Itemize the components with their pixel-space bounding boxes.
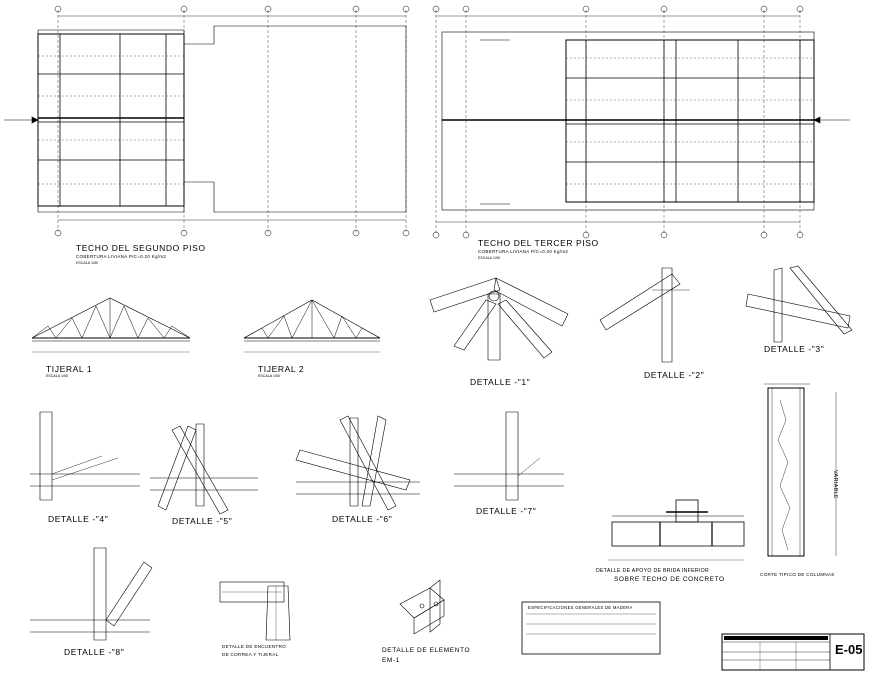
element-detail-title-1: DETALLE DE ELEMENTO xyxy=(382,647,471,654)
ridge-detail-title-2: DE CORREA Y TIJERAL xyxy=(222,652,279,657)
truss-1-scale: ESCALA 1/50 xyxy=(46,374,68,378)
detail-3-title: DETALLE -"3" xyxy=(764,344,825,354)
third-floor-roof-subtitle: COBERTURA LIVIANA P/C=0.20 Kg/m2 xyxy=(478,249,569,254)
detail-3-drawing xyxy=(745,265,853,343)
detail-2-title: DETALLE -"2" xyxy=(644,370,705,380)
sheet-number: E-05 xyxy=(835,642,863,657)
ridge-detail-title-1: DETALLE DE ENCUENTRO xyxy=(222,644,287,649)
detail-4-title: DETALLE -"4" xyxy=(48,514,109,524)
detail-5-title: DETALLE -"5" xyxy=(172,516,233,526)
column-section-drawing xyxy=(764,383,837,557)
support-on-concrete-detail-drawing xyxy=(608,499,745,561)
element-em1-drawing xyxy=(399,579,445,635)
plan-second-floor-roof xyxy=(4,5,410,237)
second-floor-roof-subtitle: COBERTURA LIVIANA P/C=0.20 Kg/m2 xyxy=(76,254,167,259)
ridge-purlin-detail-drawing xyxy=(219,581,291,641)
detail-8-drawing xyxy=(30,547,153,641)
element-detail-title-2: EM-1 xyxy=(382,657,400,664)
support-detail-title-2: SOBRE TECHO DE CONCRETO xyxy=(614,576,725,583)
third-floor-roof-scale: ESCALA 1/50 xyxy=(478,256,500,260)
detail-1-title: DETALLE -"1" xyxy=(470,377,531,387)
second-floor-roof-scale: ESCALA 1/50 xyxy=(76,261,98,265)
title-block xyxy=(721,633,865,671)
detail-7-drawing xyxy=(454,411,564,501)
third-floor-roof-title: TECHO DEL TERCER PISO xyxy=(478,238,599,248)
support-detail-title-1: DETALLE DE APOYO DE BRIDA INFERIOR xyxy=(596,568,710,574)
detail-6-drawing xyxy=(295,415,420,511)
detail-5-drawing xyxy=(150,423,258,515)
detail-4-drawing xyxy=(30,411,140,501)
column-variable-label: VARIABLE xyxy=(832,470,838,499)
plan-third-floor-roof xyxy=(432,5,850,239)
truss-1-elevation xyxy=(31,297,191,353)
specifications-box xyxy=(521,601,661,655)
detail-1-drawing xyxy=(429,277,569,361)
detail-2-drawing xyxy=(599,267,690,363)
truss-2-scale: ESCALA 1/50 xyxy=(258,374,280,378)
detail-8-title: DETALLE -"8" xyxy=(64,647,125,657)
second-floor-roof-title: TECHO DEL SEGUNDO PISO xyxy=(76,243,206,253)
detail-7-title: DETALLE -"7" xyxy=(476,506,537,516)
column-section-title: CORTE TIPICO DE COLUMNAS xyxy=(760,572,835,577)
truss-1-title: TIJERAL 1 xyxy=(46,364,93,374)
truss-2-elevation xyxy=(243,299,381,353)
detail-6-title: DETALLE -"6" xyxy=(332,514,393,524)
truss-2-title: TIJERAL 2 xyxy=(258,364,305,374)
specifications-title: ESPECIFICACIONES GENERALES DE MADERA xyxy=(528,605,633,610)
